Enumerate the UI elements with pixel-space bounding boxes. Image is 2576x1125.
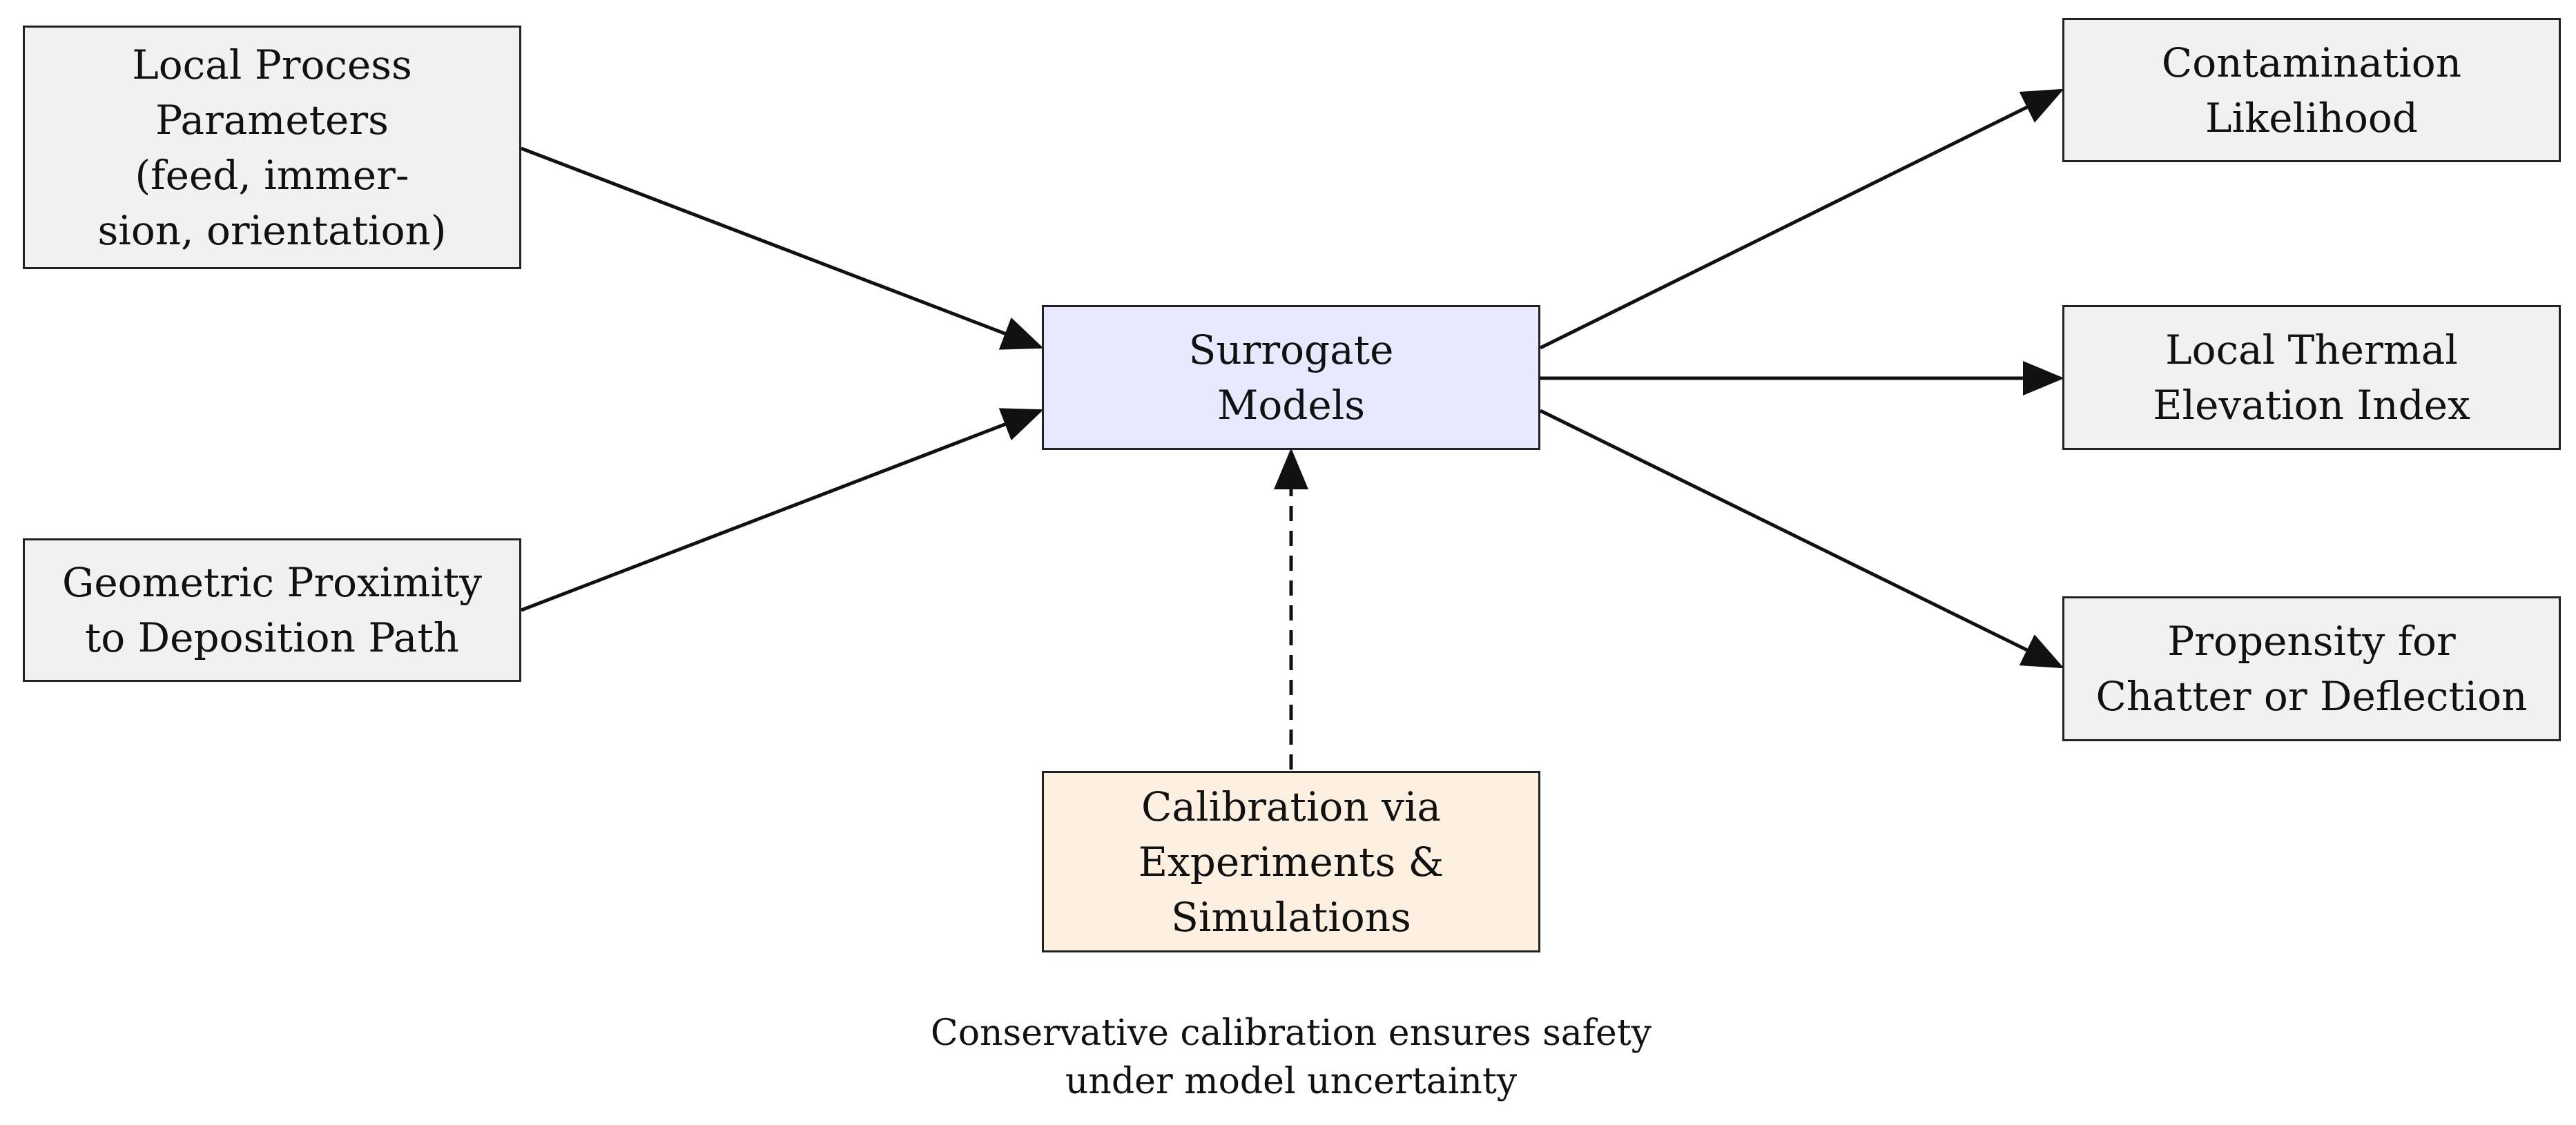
node-propensity-chatter-deflection: Propensity for Chatter or Deflection	[2062, 596, 2561, 741]
node-local-thermal-elevation-index-label: Local Thermal Elevation Index	[2153, 326, 2470, 429]
node-propensity-chatter-deflection-label: Propensity for Chatter or Deflection	[2095, 618, 2528, 720]
footnote-caption: Conservative calibration ensures safety …	[930, 1012, 1652, 1102]
node-geometric-proximity-label: Geometric Proximity to Deposition Path	[62, 559, 482, 661]
node-calibration: Calibration via Experiments & Simulation…	[1042, 771, 1540, 952]
edge-surrogate-to-chatter	[1539, 409, 2064, 669]
edge-local-process-to-surrogate	[521, 146, 1044, 350]
node-local-thermal-elevation-index: Local Thermal Elevation Index	[2062, 305, 2561, 450]
node-surrogate-models: Surrogate Models	[1042, 305, 1540, 450]
node-calibration-label: Calibration via Experiments & Simulation…	[1138, 783, 1444, 941]
edge-geometric-proximity-to-surrogate	[521, 408, 1044, 612]
node-local-process-parameters: Local Process Parameters (feed, immer- s…	[23, 26, 521, 269]
node-contamination-likelihood: Contamination Likelihood	[2062, 18, 2561, 162]
node-contamination-likelihood-label: Contamination Likelihood	[2161, 39, 2462, 141]
node-local-process-parameters-label: Local Process Parameters (feed, immer- s…	[97, 41, 447, 254]
node-geometric-proximity: Geometric Proximity to Deposition Path	[23, 538, 521, 682]
node-surrogate-models-label: Surrogate Models	[1188, 326, 1394, 429]
edge-surrogate-to-contamination	[1539, 88, 2064, 350]
